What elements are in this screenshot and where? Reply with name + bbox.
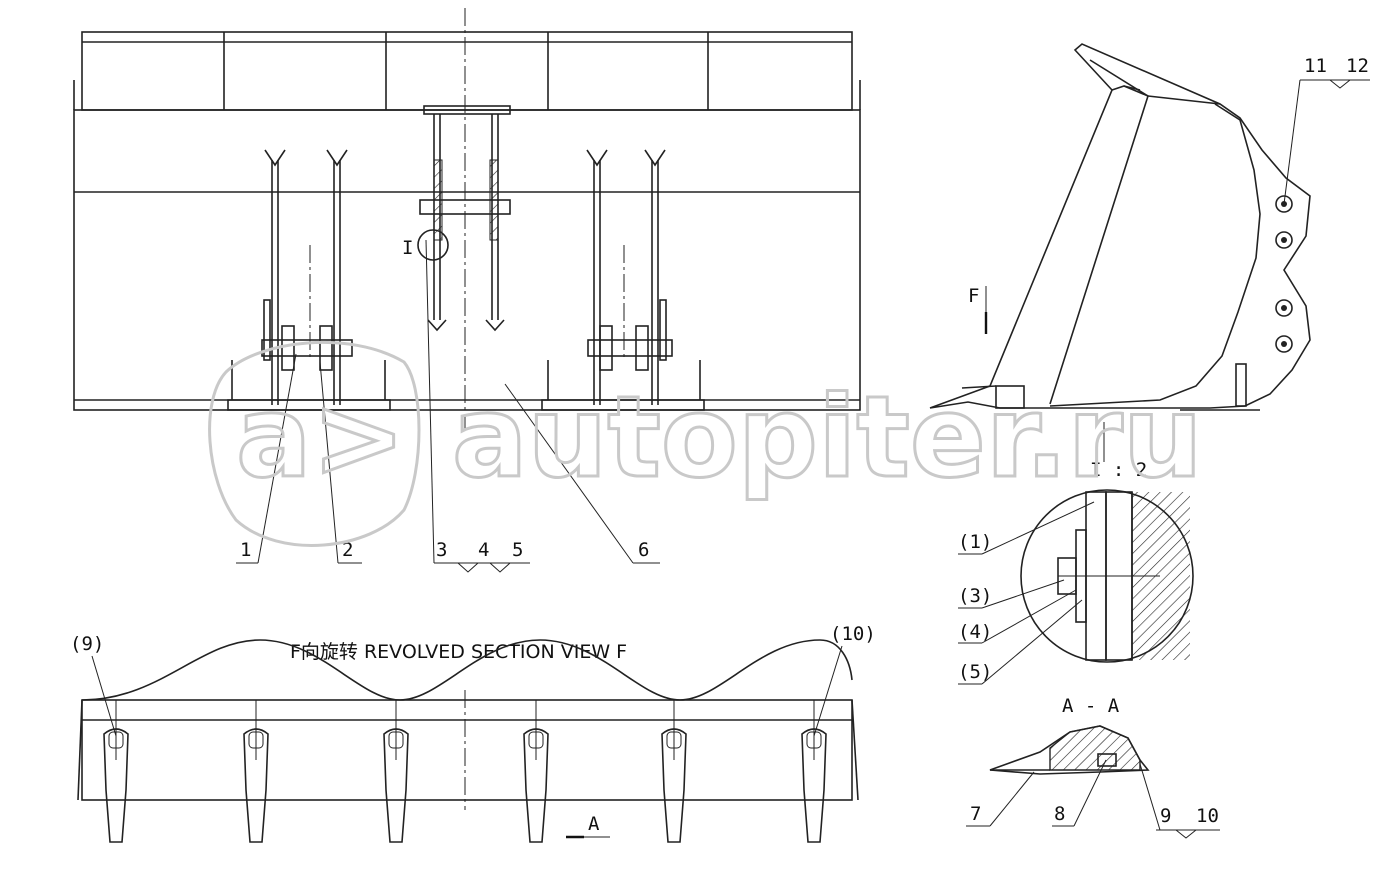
section-a-a: A - A 7 8 9 10: [966, 695, 1220, 839]
label-5: 5: [512, 539, 523, 561]
section-title: A - A: [1062, 695, 1120, 717]
detail-label-1: (1): [958, 531, 992, 553]
label-12: 12: [1346, 55, 1369, 77]
watermark-logo: a>: [236, 373, 405, 503]
front-view: I: [73, 8, 861, 430]
view-f-title: F向旋转 REVOLVED SECTION VIEW F: [290, 641, 627, 663]
detail-view-i: I : 2 (1) (3) (4) (5): [958, 422, 1194, 685]
detail-label-3: (3): [958, 585, 992, 607]
section-label-9: 9: [1160, 805, 1171, 827]
section-label-8: 8: [1054, 803, 1065, 825]
label-11: 11: [1304, 55, 1327, 77]
view-marker-f: F: [968, 285, 979, 307]
detail-label-4: (4): [958, 621, 992, 643]
bucket-tooth-1: [103, 728, 129, 843]
label-2: 2: [342, 539, 353, 561]
bucket-teeth: [103, 700, 827, 843]
view-f-label-10: (10): [830, 623, 876, 645]
section-label-7: 7: [970, 803, 981, 825]
section-label-10: 10: [1196, 805, 1219, 827]
watermark-text: autopiter.ru: [452, 373, 1203, 503]
view-f-label-9: (9): [70, 633, 104, 655]
detail-scale: I : 2: [1090, 459, 1147, 481]
section-marker-a: A: [588, 813, 600, 835]
label-6: 6: [638, 539, 649, 561]
label-3: 3: [436, 539, 447, 561]
front-view-leaders: 1 2 3 4 5 6: [236, 239, 660, 573]
bucket-tooth-2: [243, 728, 269, 843]
label-4: 4: [478, 539, 489, 561]
bucket-tooth-3: [383, 728, 409, 843]
revolved-section-view-f: F向旋转 REVOLVED SECTION VIEW F (9) (10) A: [70, 623, 876, 839]
autopiter-watermark: a> autopiter.ru: [208, 340, 1204, 547]
bucket-tooth-4: [523, 728, 549, 843]
detail-label-5: (5): [958, 661, 992, 683]
side-view: 11 12 F: [929, 43, 1370, 411]
label-1: 1: [240, 539, 251, 561]
bucket-tooth-6: [801, 728, 827, 843]
bucket-tooth-5: [661, 728, 687, 843]
detail-marker: I: [402, 237, 413, 259]
